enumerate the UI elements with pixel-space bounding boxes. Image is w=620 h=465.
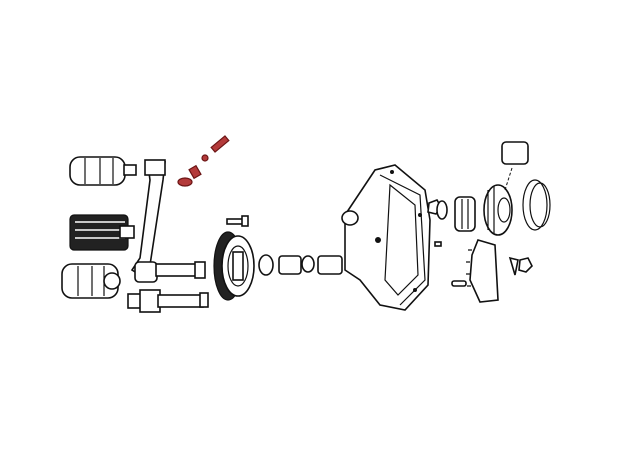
gear-small xyxy=(454,196,476,232)
highlighted-parts xyxy=(177,135,230,187)
nut-small xyxy=(518,257,533,273)
small-bolt xyxy=(226,215,249,227)
gear-large xyxy=(483,184,513,236)
gear-sector xyxy=(466,239,499,303)
footrest-rubber-middle xyxy=(69,214,135,251)
pin-small xyxy=(434,241,442,247)
bearing-small xyxy=(301,255,315,273)
bolt xyxy=(210,135,230,153)
bushing-1 xyxy=(278,255,302,275)
bushing-2 xyxy=(317,255,343,275)
washer xyxy=(177,177,193,187)
lock-washer xyxy=(508,256,519,276)
o-ring xyxy=(436,200,448,220)
assembly-line xyxy=(504,167,513,191)
washer-ring xyxy=(258,254,274,276)
spacer xyxy=(188,164,202,180)
pin xyxy=(451,280,467,287)
circlip xyxy=(522,179,551,231)
footrest-rubber-bottom xyxy=(61,263,121,299)
nut xyxy=(201,154,209,162)
gearbox-cover xyxy=(341,164,431,311)
kickstart-gear-drum xyxy=(213,231,255,301)
kickstart-shaft xyxy=(127,289,209,313)
bushing-top xyxy=(501,141,529,165)
footrest-rubber-top xyxy=(69,156,137,186)
kickstart-lever xyxy=(130,159,206,283)
